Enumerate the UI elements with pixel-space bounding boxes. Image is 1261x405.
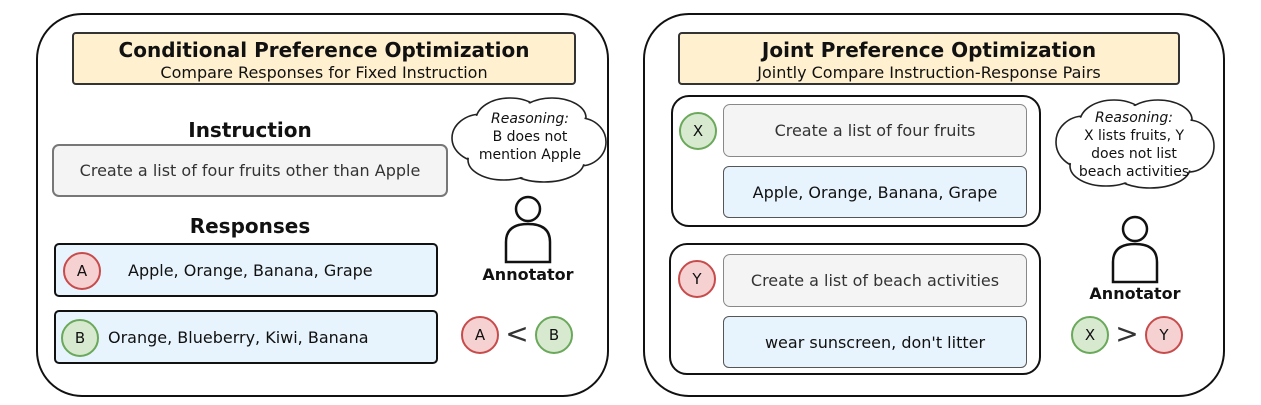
cpo-compare-right-label: B	[548, 326, 560, 344]
jpo-reasoning-line-3: beach activities	[1078, 164, 1190, 180]
cpo-title-box: Conditional Preference Optimization Comp…	[72, 32, 576, 85]
pair-x-response: Apple, Orange, Banana, Grape	[723, 166, 1027, 218]
jpo-annotator-icon	[1111, 215, 1159, 284]
pair-y-badge: Y	[678, 260, 716, 298]
cpo-instruction-box: Create a list of four fruits other than …	[52, 144, 448, 197]
response-a-text: Apple, Orange, Banana, Grape	[128, 261, 373, 280]
jpo-title-box: Joint Preference Optimization Jointly Co…	[678, 32, 1180, 85]
jpo-compare-right-label: Y	[1159, 326, 1169, 344]
jpo-annotator-label: Annotator	[1089, 284, 1181, 303]
jpo-reasoning-cloud	[1055, 99, 1215, 189]
response-b-text: Orange, Blueberry, Kiwi, Banana	[108, 328, 369, 347]
jpo-subtitle: Jointly Compare Instruction-Response Pai…	[757, 63, 1101, 82]
instruction-heading: Instruction	[188, 118, 312, 142]
pair-x-response-text: Apple, Orange, Banana, Grape	[752, 182, 998, 202]
pair-y-instruction-text: Create a list of beach activities	[750, 271, 1000, 290]
cpo-compare-left-label: A	[474, 326, 486, 344]
cpo-reasoning-text: Reasoning: B does not mention Apple	[456, 110, 604, 164]
cpo-reasoning-line-1: B does not	[492, 129, 568, 145]
jpo-reasoning-line-2: does not list	[1091, 146, 1177, 162]
pair-y-response: wear sunscreen, don't litter	[723, 316, 1027, 368]
pair-x-badge: X	[679, 112, 717, 150]
jpo-compare-right: Y	[1145, 316, 1183, 354]
cpo-reasoning-title: Reasoning:	[490, 111, 570, 127]
responses-heading: Responses	[189, 214, 311, 238]
jpo-title: Joint Preference Optimization	[761, 38, 1097, 62]
response-b-badge: B	[61, 319, 99, 357]
jpo-reasoning-line-1: X lists fruits, Y	[1083, 128, 1185, 144]
jpo-reasoning-title: Reasoning:	[1094, 110, 1174, 126]
cpo-annotator-icon	[504, 195, 552, 264]
cpo-subtitle: Compare Responses for Fixed Instruction	[160, 63, 488, 82]
jpo-compare-left-label: X	[1084, 326, 1096, 344]
jpo-compare-symbol: >	[1115, 317, 1139, 350]
cpo-compare-left: A	[461, 316, 499, 354]
cpo-reasoning-line-2: mention Apple	[478, 147, 582, 163]
pair-x-instruction-text: Create a list of four fruits	[774, 121, 976, 140]
cpo-reasoning-cloud	[451, 97, 607, 183]
response-b-label: B	[74, 329, 86, 347]
response-a-box: A Apple, Orange, Banana, Grape	[54, 243, 438, 297]
pair-x-instruction: Create a list of four fruits	[723, 104, 1027, 157]
cpo-compare-right: B	[535, 316, 573, 354]
cpo-instruction-text: Create a list of four fruits other than …	[79, 161, 421, 180]
jpo-compare-left: X	[1071, 316, 1109, 354]
response-a-badge: A	[63, 252, 101, 290]
response-a-label: A	[76, 262, 88, 280]
cpo-title: Conditional Preference Optimization	[118, 38, 530, 62]
response-b-box: B Orange, Blueberry, Kiwi, Banana	[54, 310, 438, 364]
pair-y-instruction: Create a list of beach activities	[723, 254, 1027, 307]
cpo-compare-symbol: <	[505, 317, 529, 350]
cpo-annotator-label: Annotator	[482, 265, 574, 284]
pair-x-label: X	[692, 122, 704, 140]
pair-y-label: Y	[692, 270, 702, 288]
jpo-reasoning-text: Reasoning: X lists fruits, Y does not li…	[1058, 109, 1210, 181]
pair-y-response-text: wear sunscreen, don't litter	[764, 332, 986, 352]
